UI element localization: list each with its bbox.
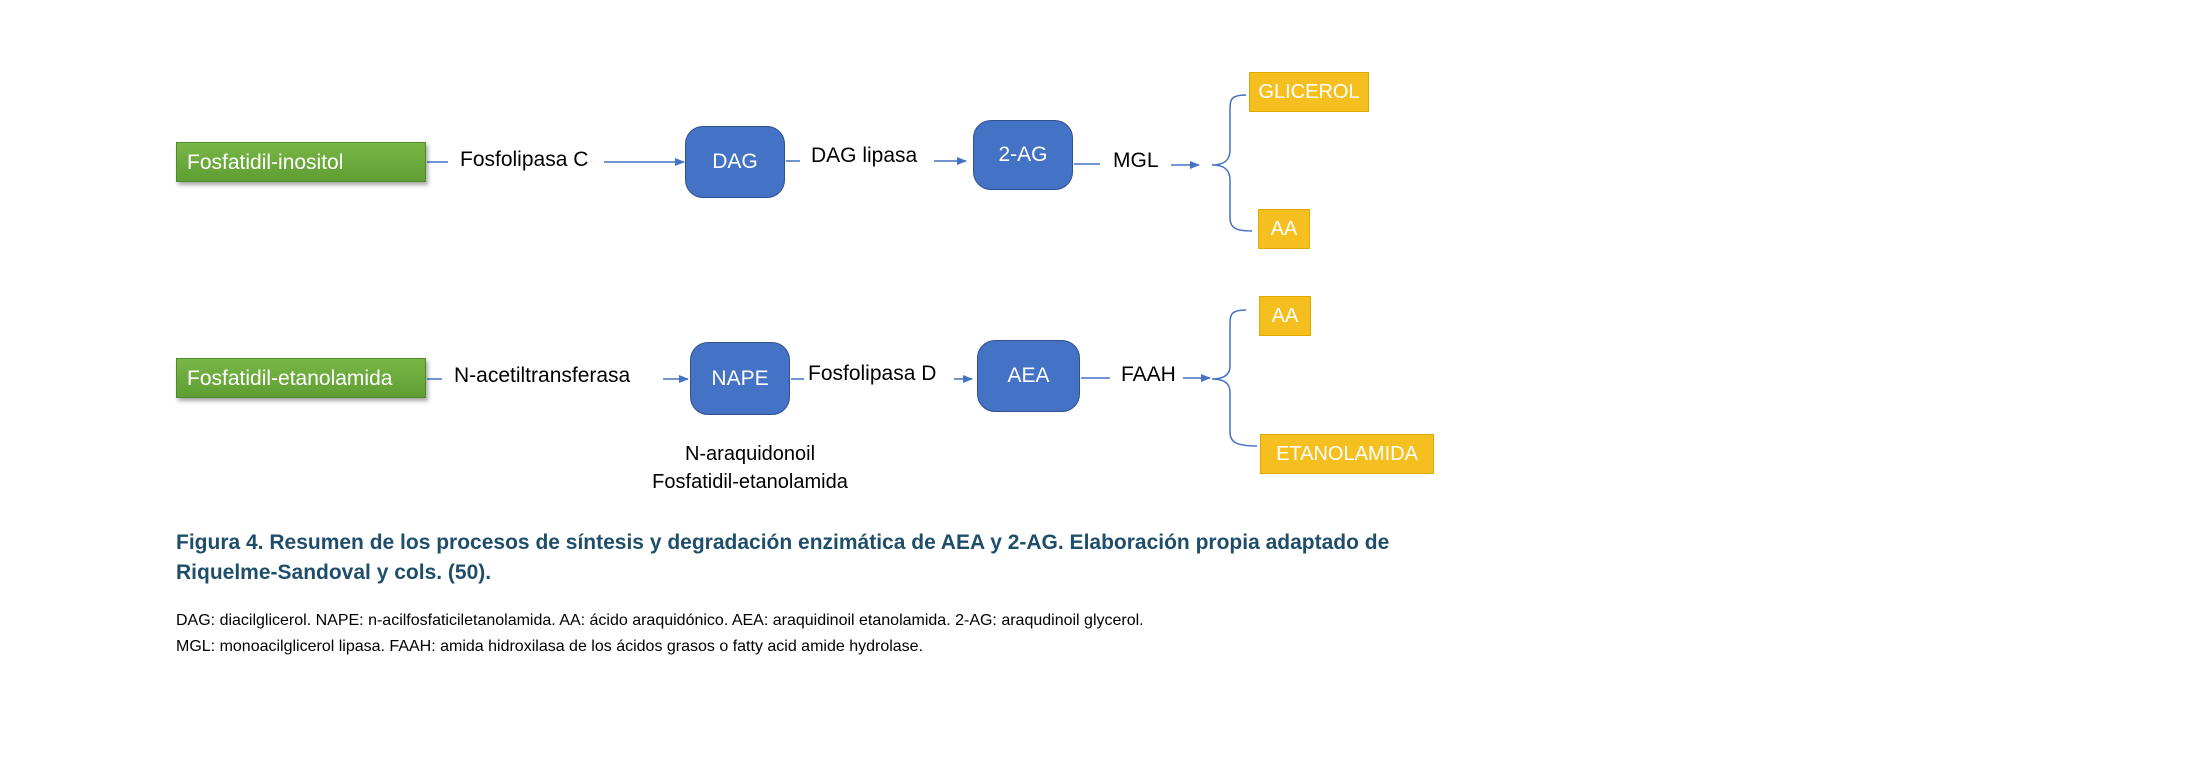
output-box-aa-row2: AA — [1259, 296, 1311, 336]
row2-output-brace — [1211, 309, 1258, 447]
abbreviation-notes: DAG: diacilglicerol. NAPE: n-acilfosfati… — [176, 608, 1476, 660]
output-label: GLICEROL — [1258, 80, 1360, 103]
output-box-glicerol: GLICEROL — [1249, 72, 1369, 112]
output-label: AA — [1270, 217, 1298, 240]
intermediate-box-nape: NAPE — [690, 342, 790, 415]
nape-note-line1: N-araquidonoil — [684, 443, 816, 465]
intermediate-box-dag: DAG — [685, 126, 785, 198]
output-box-aa-row1: AA — [1258, 209, 1310, 249]
product-box-2-ag: 2-AG — [973, 120, 1073, 190]
product-label: AEA — [1007, 364, 1050, 387]
intermediate-label: DAG — [712, 150, 758, 173]
nape-note-line2: Fosfatidil-etanolamida — [652, 471, 848, 493]
enzyme-label-dag-lipasa: DAG lipasa — [811, 144, 918, 167]
figure-caption-line2: Riquelme-Sandoval y cols. (50). — [176, 561, 492, 584]
enzyme-label-faah: FAAH — [1121, 363, 1176, 386]
output-box-etanolamida: ETANOLAMIDA — [1260, 434, 1434, 474]
source-label: Fosfatidil-inositol — [187, 151, 344, 174]
enzyme-label-mgl: MGL — [1113, 149, 1159, 172]
output-label: ETANOLAMIDA — [1276, 442, 1418, 465]
product-box-aea: AEA — [977, 340, 1080, 412]
abbreviation-notes-line2: MGL: monoacilglicerol lipasa. FAAH: amid… — [176, 638, 924, 655]
enzyme-label-n-acetiltransferasa: N-acetiltransferasa — [454, 364, 631, 387]
figure-caption-line1: Figura 4. Resumen de los procesos de sín… — [176, 531, 1390, 554]
row1-output-brace — [1211, 94, 1253, 232]
enzyme-label-fosfolipasa-c: Fosfolipasa C — [460, 148, 589, 171]
enzyme-label-fosfolipasa-d: Fosfolipasa D — [808, 362, 937, 385]
product-label: 2-AG — [998, 143, 1048, 166]
nape-note: N-araquidonoil Fosfatidil-etanolamida — [620, 440, 880, 496]
abbreviation-notes-line1: DAG: diacilglicerol. NAPE: n-acilfosfati… — [176, 612, 1144, 629]
figure-caption: Figura 4. Resumen de los procesos de sín… — [176, 528, 1476, 588]
source-label: Fosfatidil-etanolamida — [187, 367, 393, 390]
intermediate-label: NAPE — [711, 366, 769, 390]
output-label: AA — [1271, 304, 1299, 327]
source-box-fosfatidil-inositol: Fosfatidil-inositol — [176, 142, 426, 182]
source-box-fosfatidil-etanolamida: Fosfatidil-etanolamida — [176, 358, 426, 398]
